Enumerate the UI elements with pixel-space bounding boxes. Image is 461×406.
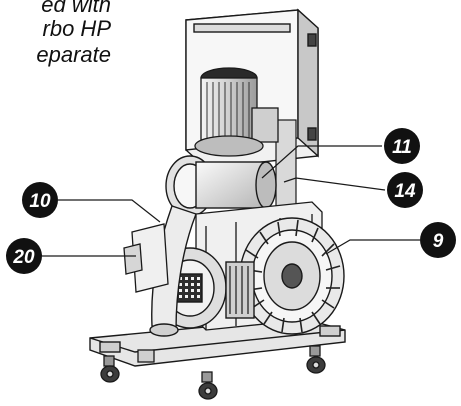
callout-10: 10: [22, 182, 58, 218]
callout-14: 14: [387, 172, 423, 208]
callout-11: 11: [384, 128, 420, 164]
callout-9: 9: [420, 222, 456, 258]
caption-line-2: rbo HP: [42, 16, 111, 41]
inlet-elbow-pipe: [165, 155, 277, 217]
callout-20: 20: [6, 238, 42, 274]
callout-20-label: 20: [12, 247, 35, 268]
callout-9-label: 9: [433, 231, 444, 252]
caster-wheels: [100, 345, 326, 400]
callout-11-label: 11: [392, 137, 412, 158]
caption-line-1: ed with: [41, 0, 111, 17]
caption-line-3: eparate: [36, 42, 111, 67]
callout-14-label: 14: [394, 181, 416, 202]
callout-10-label: 10: [29, 191, 51, 212]
blower-housing: [239, 217, 345, 335]
filter-bracket: [123, 223, 169, 293]
leader-lines: [42, 145, 420, 257]
electric-motor: [194, 67, 279, 157]
